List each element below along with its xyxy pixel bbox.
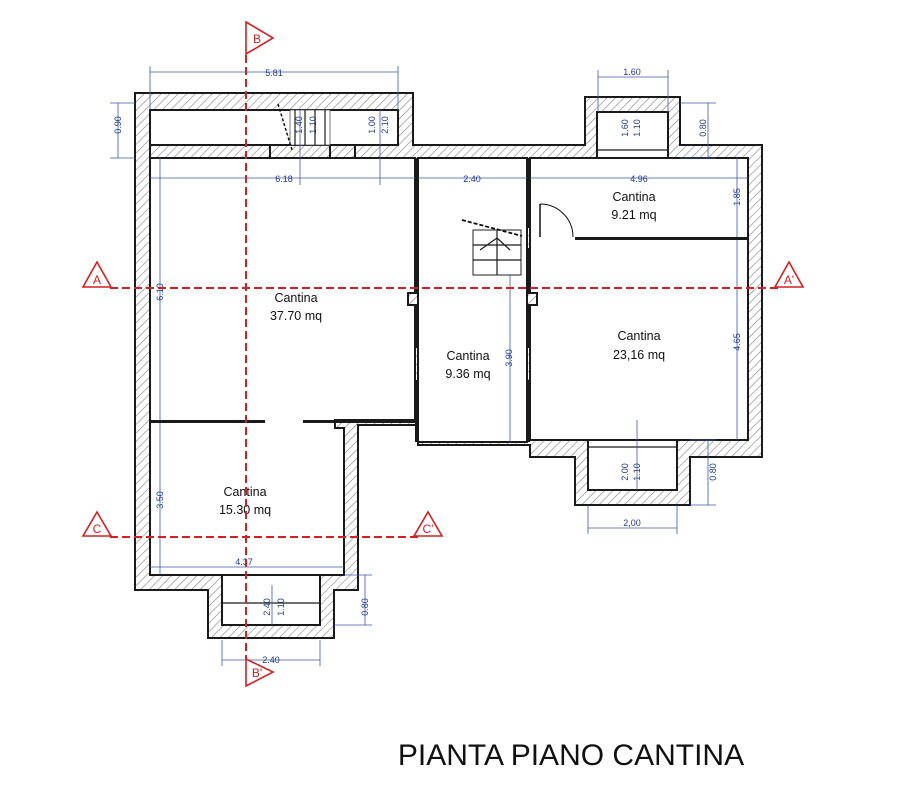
dim-stair-2: 1.10 <box>308 116 318 134</box>
dim-height-350: 3.50 <box>155 491 165 509</box>
dim-stair-3: 1.00 <box>367 116 377 134</box>
door <box>539 203 574 238</box>
pillar <box>526 292 538 306</box>
partition-wall <box>415 158 418 348</box>
dim-width-618: 6.18 <box>275 174 293 184</box>
section-marker-a-right <box>773 260 805 288</box>
dim-niche-right-w: 2,00 <box>623 518 641 528</box>
partition-wall <box>415 380 418 442</box>
section-marker-a-left <box>81 260 113 288</box>
dim-niche-bottom-2: 1.10 <box>276 598 286 616</box>
dim-width-437: 4.37 <box>235 557 253 567</box>
dim-niche-top-2: 1.10 <box>632 119 642 137</box>
section-label-c-right: C' <box>423 522 434 536</box>
dim-height-610: 6.10 <box>155 283 165 301</box>
dim-stair-4: 2.10 <box>380 116 390 134</box>
section-label-b-top: B <box>253 32 261 46</box>
dim-width-496: 4.96 <box>630 174 648 184</box>
dimension-lines <box>110 66 748 666</box>
partition-wall <box>303 420 415 423</box>
section-marker-b-top <box>245 20 275 56</box>
dim-height-465: 4.65 <box>732 333 742 351</box>
room-area: 9.21 mq <box>611 208 656 222</box>
section-label-a-right: A' <box>784 273 794 287</box>
dim-niche-bottom-w: 2.40 <box>262 655 280 665</box>
dim-niche-right-2: 1.10 <box>632 463 642 481</box>
room-area: 9.36 mq <box>445 367 490 381</box>
section-label-b-bottom: B' <box>252 666 262 680</box>
room-area: 23,16 mq <box>613 348 665 362</box>
section-marker-c-left <box>81 510 113 537</box>
dim-niche-bottom-depth: 0.80 <box>360 598 370 616</box>
room-name: Cantina <box>612 190 655 204</box>
outer-walls <box>134 92 763 639</box>
dim-niche-bottom-1: 2.40 <box>262 598 272 616</box>
dim-stair-1: 1.40 <box>294 116 304 134</box>
section-label-c-left: C <box>93 522 102 536</box>
partition-wall <box>527 380 530 442</box>
room-area: 37.70 mq <box>270 309 322 323</box>
section-marker-c-right <box>412 510 444 537</box>
pillar <box>407 292 419 306</box>
dim-niche-top-1: 1.60 <box>620 119 630 137</box>
dim-niche-top-w: 1.60 <box>623 67 641 77</box>
dim-height-185: 1.85 <box>732 188 742 206</box>
section-label-a-left: A <box>93 273 101 287</box>
room-area: 15.30 mq <box>219 503 271 517</box>
plan-title: PIANTA PIANO CANTINA <box>398 739 744 772</box>
room-name: Cantina <box>274 291 317 305</box>
partition-wall <box>150 420 265 423</box>
dim-top-left-depth: 0.90 <box>113 116 123 134</box>
staircase-top <box>277 103 331 151</box>
dim-niche-top-depth: 0.80 <box>698 119 708 137</box>
room-name: Cantina <box>446 349 489 363</box>
staircase-center <box>461 219 523 276</box>
dim-niche-right-1: 2.00 <box>620 463 630 481</box>
dim-width-240-mid: 2.40 <box>463 174 481 184</box>
partition-wall <box>329 144 356 159</box>
dim-top-width: 5.81 <box>265 68 283 78</box>
dim-niche-right-depth: 0.80 <box>708 463 718 481</box>
partition-wall <box>575 237 748 240</box>
partition-wall <box>527 158 530 228</box>
partition-wall <box>149 144 271 159</box>
dim-height-390: 3.90 <box>504 349 514 367</box>
section-marker-b-bottom <box>245 657 275 688</box>
room-name: Cantina <box>617 329 660 343</box>
